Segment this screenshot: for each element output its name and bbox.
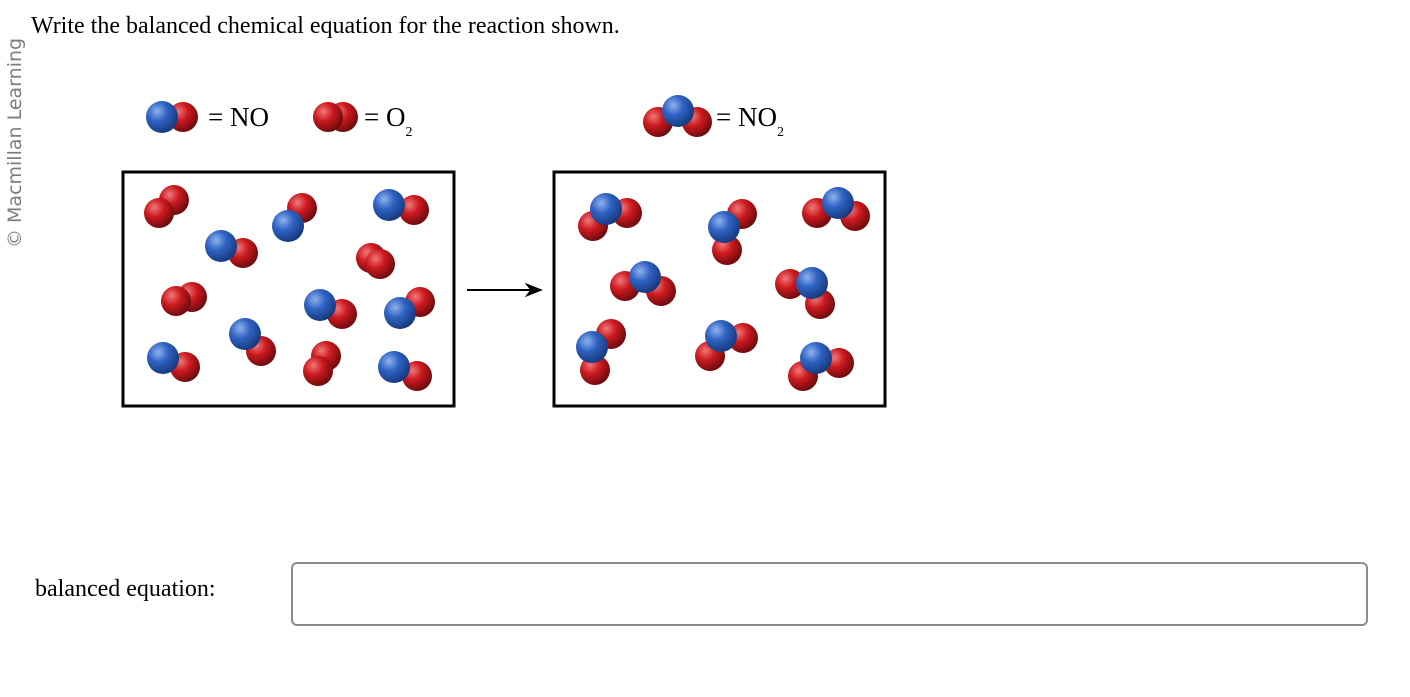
no2-molecule (576, 319, 626, 385)
no2-molecule (802, 187, 870, 231)
legend-no2-label: = NO2 (716, 102, 784, 140)
no-molecule (373, 189, 429, 225)
no2-molecule (708, 199, 757, 265)
no2-molecule (578, 193, 642, 241)
no2-molecule (775, 267, 835, 319)
reactant-molecules (144, 185, 435, 391)
no-molecule (205, 230, 258, 268)
legend-no2-molecule (643, 95, 712, 137)
no-molecule (384, 287, 435, 329)
product-molecules (576, 187, 870, 391)
no2-molecule (695, 320, 758, 371)
products-box (552, 170, 887, 408)
o2-molecule (161, 282, 207, 316)
legend-no-label: = NO (208, 102, 269, 132)
no2-molecule (610, 261, 676, 306)
no-molecule (378, 351, 432, 391)
no2-molecule (788, 342, 854, 391)
legend-no2: = NO2 (643, 95, 784, 140)
no-molecule (304, 289, 357, 329)
no-molecule (229, 318, 276, 366)
o2-molecule (303, 341, 341, 386)
o2-molecule (356, 243, 395, 279)
legend-o2-molecule (313, 102, 358, 132)
no-molecule (147, 342, 200, 382)
legend-o2-label: = O2 (364, 102, 412, 140)
legend-o2: = O2 (313, 102, 412, 140)
legend-no-molecule (146, 101, 198, 133)
question-prompt: Write the balanced chemical equation for… (31, 13, 620, 39)
balanced-equation-label: balanced equation: (35, 576, 216, 602)
balanced-equation-input[interactable] (291, 562, 1368, 626)
no-molecule (272, 193, 317, 242)
o2-molecule (144, 185, 189, 228)
legend-no: = NO (146, 101, 269, 133)
reactants-box (121, 170, 456, 408)
